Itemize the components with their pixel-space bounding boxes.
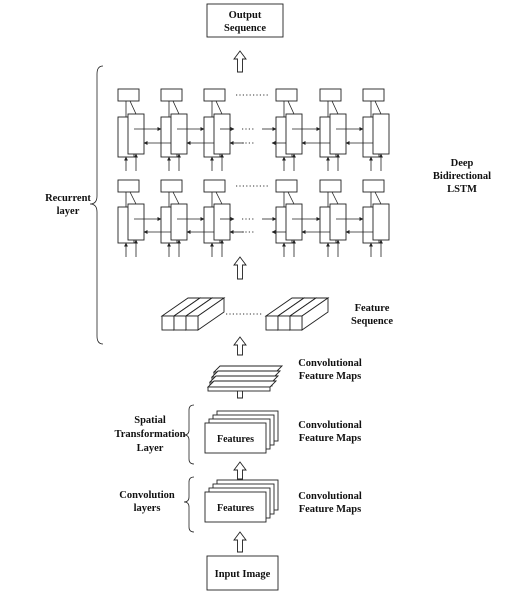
lstm-vertical-link (172, 100, 180, 115)
features-stack-spatial: Features (204, 410, 279, 454)
lstm-vertical-link (287, 191, 295, 205)
arrow-up-input (233, 531, 247, 553)
lstm-output-cell (160, 179, 183, 193)
feature-map-front (204, 422, 267, 454)
spatial-bracket (183, 404, 195, 465)
convolution-line1: Convolution (119, 490, 175, 501)
arrow-up-output (233, 50, 247, 73)
feature-map-front (204, 491, 267, 523)
lstm-backward-cell (213, 203, 231, 241)
deep-lstm-line2: Bidirectional (433, 171, 491, 182)
lstm-vertical-link (172, 191, 180, 205)
lstm-backward-cell (372, 113, 390, 155)
lstm-output-cell (117, 179, 140, 193)
lstm-backward-cell (329, 203, 347, 241)
lstm-vertical-link (129, 191, 137, 205)
lstm-backward-cell (285, 113, 303, 155)
deep-lstm-line1: Deep (451, 158, 474, 169)
spatial-line2: Transformation (115, 429, 186, 440)
feature-column-front (265, 315, 279, 331)
conv-maps-top-line1: Convolutional (298, 358, 362, 369)
input-image-box: Input Image (206, 555, 279, 591)
arrow-up-lstm (233, 256, 247, 280)
lstm-vertical-link (374, 100, 382, 115)
features-label: Features (217, 503, 254, 514)
lstm-backward-cell (213, 113, 231, 155)
spatial-line3: Layer (137, 443, 164, 454)
lstm-vertical-link (331, 191, 339, 205)
thin-feature-maps (206, 365, 284, 392)
conv-maps-bottom-line2: Feature Maps (299, 504, 362, 515)
lstm-output-cell (275, 179, 298, 193)
feature-column-front (185, 315, 199, 331)
feature-sequence-line1: Feature (355, 303, 390, 314)
arrow-up-conv (233, 461, 247, 480)
conv-maps-top-line2: Feature Maps (299, 371, 362, 382)
input-label: Input Image (215, 569, 271, 580)
lstm-vertical-link (287, 100, 295, 115)
lstm-backward-cell (329, 113, 347, 155)
lstm-output-cell (319, 179, 342, 193)
recurrent-bracket (89, 65, 104, 345)
deep-lstm-line3: LSTM (447, 184, 477, 195)
lstm-output-cell (117, 88, 140, 102)
lstm-vertical-link (331, 100, 339, 115)
lstm-output-cell (203, 179, 226, 193)
lstm-vertical-link (215, 191, 223, 205)
lstm-backward-cell (127, 203, 145, 241)
conv-maps-bottom-line1: Convolutional (298, 491, 362, 502)
feature-sequence-line2: Sequence (351, 316, 393, 327)
convolution-line2: layers (134, 503, 161, 514)
feature-column-front (161, 315, 175, 331)
features-stack-convolution: Features (204, 479, 279, 523)
conv-maps-mid-line2: Feature Maps (299, 433, 362, 444)
feature-column-front (173, 315, 187, 331)
feature-column (184, 297, 226, 331)
features-label: Features (217, 434, 254, 445)
feature-column-front (289, 315, 303, 331)
output-label-line1: Output (229, 10, 262, 21)
lstm-output-cell (319, 88, 342, 102)
lstm-backward-cell (170, 113, 188, 155)
thin-map-front (207, 386, 271, 392)
recurrent-label-line2: layer (57, 206, 80, 217)
lstm-output-cell (275, 88, 298, 102)
lstm-backward-cell (372, 203, 390, 241)
lstm-backward-cell (285, 203, 303, 241)
lstm-backward-cell (170, 203, 188, 241)
hollow-arrows (233, 50, 247, 553)
lstm-grid (117, 88, 390, 257)
lstm-vertical-link (215, 100, 223, 115)
lstm-output-cell (160, 88, 183, 102)
lstm-output-cell (203, 88, 226, 102)
recurrent-label-line1: Recurrent (45, 193, 91, 204)
arrow-up-feature-seq (233, 336, 247, 356)
lstm-output-cell (362, 179, 385, 193)
thin-map-top (206, 380, 278, 388)
output-sequence-box: Output Sequence (206, 3, 284, 38)
output-label-line2: Sequence (224, 23, 266, 34)
convolution-bracket (183, 476, 195, 533)
lstm-vertical-link (129, 100, 137, 115)
lstm-backward-cell (127, 113, 145, 155)
lstm-output-cell (362, 88, 385, 102)
lstm-vertical-link (374, 191, 382, 205)
feature-column-front (277, 315, 291, 331)
feature-column (288, 297, 330, 331)
spatial-line1: Spatial (134, 415, 166, 426)
conv-maps-mid-line1: Convolutional (298, 420, 362, 431)
feature-sequence-columns (160, 297, 330, 331)
